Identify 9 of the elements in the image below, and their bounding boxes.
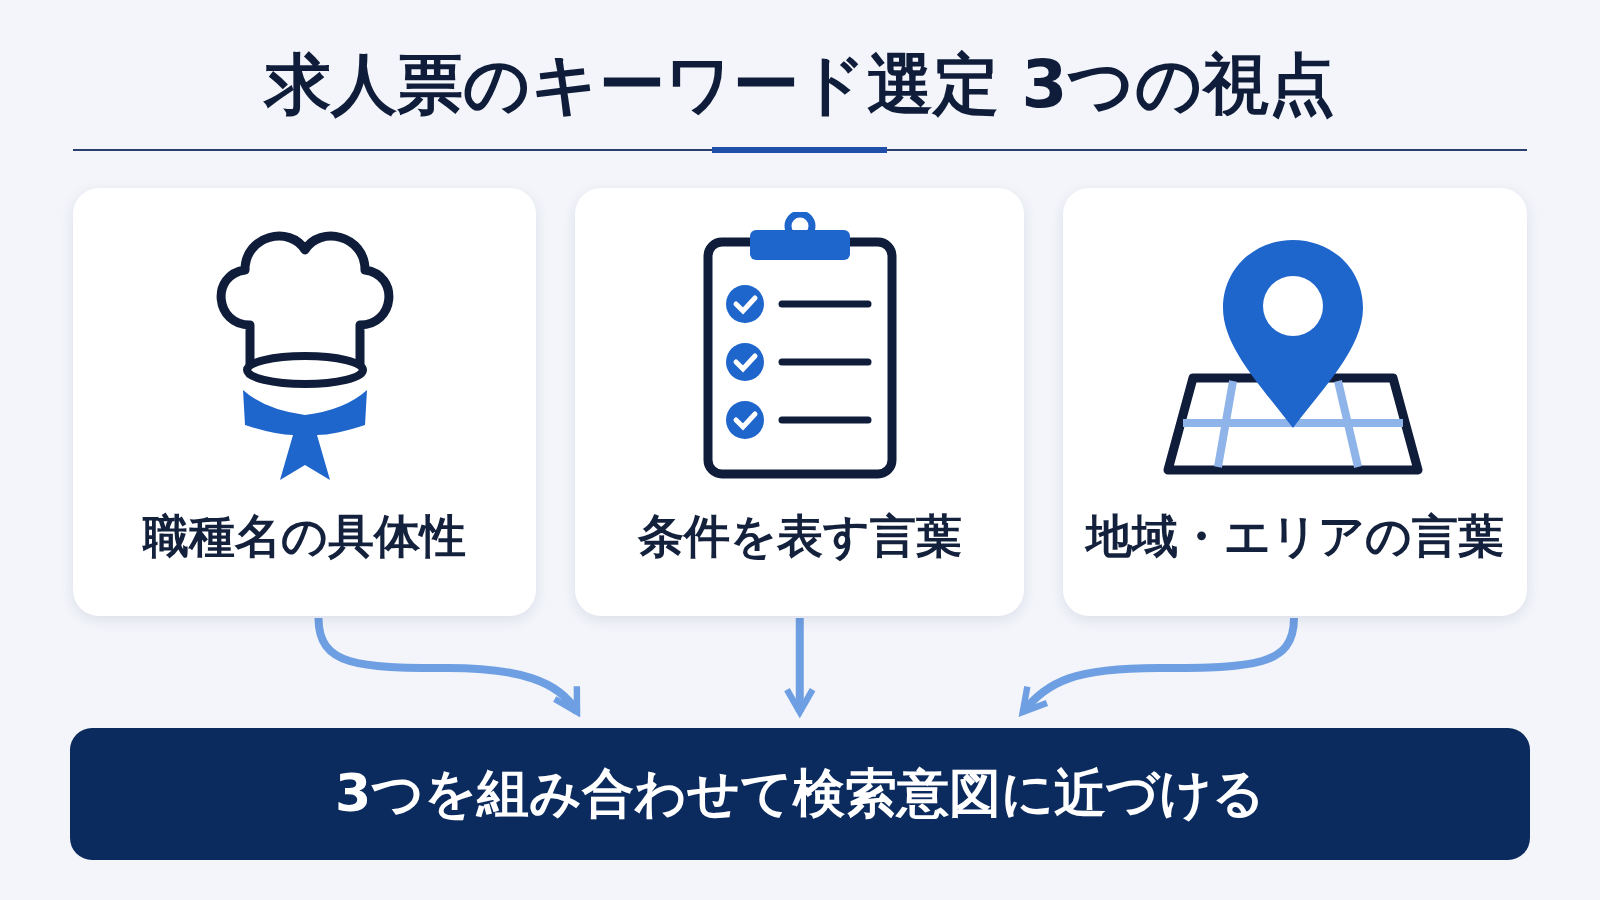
card — [73, 188, 536, 616]
card-label: 条件を表す言葉 — [636, 508, 963, 565]
card — [575, 188, 1024, 616]
summary-banner: 3つを組み合わせて検索意図に近づける — [70, 728, 1530, 860]
title: 求人票のキーワード選定 3つの視点 — [262, 45, 1337, 125]
card-label: 職種名の具体性 — [141, 508, 467, 565]
card — [1063, 188, 1527, 616]
card-label: 地域・エリアの言葉 — [1083, 508, 1505, 565]
arrow — [783, 618, 816, 716]
